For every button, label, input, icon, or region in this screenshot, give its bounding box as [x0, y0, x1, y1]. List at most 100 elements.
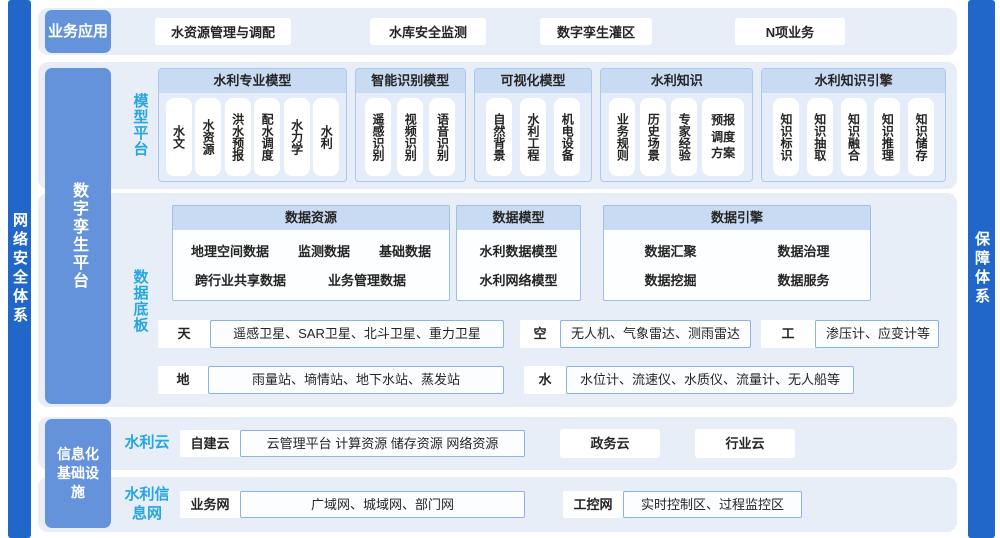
- business-network-tag: 业务网: [180, 491, 240, 518]
- water-cloud-panel: 水利云 自建云 云管理平台 计算资源 储存资源 网络资源 政务云 行业云: [38, 417, 957, 470]
- group-body: 业务规则 历史场景 专家经验 预报调度方案: [601, 93, 752, 181]
- group-title: 水利专业模型: [159, 69, 346, 93]
- group-data-model: 数据模型 水利数据模型 水利网络模型: [456, 205, 581, 301]
- model-card: 水资源: [195, 98, 222, 176]
- model-card: 业务规则: [609, 98, 636, 176]
- sensor-list-ground: 雨量站、墒情站、地下水站、蒸发站: [208, 366, 504, 394]
- group-body: 地理空间数据 监测数据 基础数据 跨行业共享数据 业务管理数据: [173, 230, 449, 300]
- digital-twin-platform-label: 数字孪生平台: [70, 182, 87, 290]
- group-title: 数据引擎: [604, 206, 870, 230]
- model-card: 知识标识: [772, 98, 799, 176]
- model-card: 遥感识别: [364, 98, 391, 176]
- group-body: 自然背景 水利工程 机电设备: [475, 93, 592, 181]
- group-visualization-models: 可视化模型 自然背景 水利工程 机电设备: [473, 68, 593, 182]
- data-item: 基础数据: [378, 243, 431, 259]
- group-body: 遥感识别 视频识别 语音识别: [356, 93, 465, 181]
- group-intelligent-recognition-models: 智能识别模型 遥感识别 视频识别 语音识别: [354, 68, 466, 182]
- model-card: 知识推理: [874, 98, 901, 176]
- group-body: 水文 水资源 洪水预报 配水调度 水力学 水利: [159, 93, 346, 181]
- model-card: 水利工程: [520, 98, 547, 176]
- business-item: 水库安全监测: [370, 18, 486, 45]
- business-apps-title: 业务应用: [45, 10, 111, 53]
- sensor-list-water: 水位计、流速仪、水质仪、流量计、无人船等: [566, 366, 854, 394]
- data-plate-content: 数据资源 地理空间数据 监测数据 基础数据 跨行业共享数据 业务管理数据: [158, 203, 945, 399]
- business-apps-panel: 水资源管理与调配 水库安全监测 数字孪生灌区 N项业务: [38, 8, 957, 55]
- data-item: 数据服务: [777, 273, 830, 289]
- infrastructure-title: 信息化基础设施: [45, 419, 111, 528]
- business-network-list: 广域网、城域网、部门网: [240, 491, 525, 518]
- sensor-row-sky: 天 遥感卫星、SAR卫星、北斗卫星、重力卫星 空 无人机、气象雷达、测雨雷达 工…: [158, 320, 945, 348]
- sensor-tag-ground: 地: [158, 366, 208, 394]
- model-platform-label: 模型平台: [131, 93, 149, 157]
- data-item: 水利数据模型: [479, 243, 558, 259]
- data-item: 地理空间数据: [191, 243, 270, 259]
- model-card: 洪水预报: [224, 98, 251, 176]
- group-water-professional-models: 水利专业模型 水文 水资源 洪水预报 配水调度 水力学 水利: [158, 68, 347, 182]
- data-item: 水利网络模型: [479, 273, 558, 289]
- water-cloud-label: 水利云: [124, 434, 170, 452]
- data-plate-label: 数据底板: [131, 269, 149, 333]
- model-platform-panel: 模型平台 水利专业模型 水文 水资源 洪水预报 配水调度 水力学 水利 智能识别…: [38, 62, 957, 189]
- data-groups-row: 数据资源 地理空间数据 监测数据 基础数据 跨行业共享数据 业务管理数据: [158, 205, 945, 301]
- model-groups-row: 水利专业模型 水文 水资源 洪水预报 配水调度 水力学 水利 智能识别模型 遥感…: [158, 68, 947, 182]
- group-water-knowledge-engine: 水利知识引擎 知识标识 知识抽取 知识融合 知识推理 知识储存: [761, 68, 947, 182]
- model-card: 水利: [313, 98, 340, 176]
- sensor-tag-works: 工: [761, 320, 815, 348]
- group-title: 水利知识: [601, 69, 753, 93]
- group-data-engine: 数据引擎 数据汇聚 数据治理 数据挖掘 数据服务: [603, 205, 871, 301]
- model-card: 知识抽取: [806, 98, 833, 176]
- sensor-tag-air: 空: [520, 320, 560, 348]
- sensor-list-sky: 遥感卫星、SAR卫星、北斗卫星、重力卫星: [210, 320, 504, 348]
- water-info-network-label: 水利信息网: [124, 485, 170, 522]
- data-item: 数据治理: [777, 243, 830, 259]
- group-title: 水利知识引擎: [762, 69, 946, 93]
- model-card: 专家经验: [671, 98, 698, 176]
- water-info-network-panel: 水利信息网 业务网 广域网、城域网、部门网 工控网 实时控制区、过程监控区: [38, 477, 957, 532]
- model-card: 历史场景: [640, 98, 667, 176]
- self-built-cloud-list: 云管理平台 计算资源 储存资源 网络资源: [240, 430, 525, 457]
- business-item: 数字孪生灌区: [540, 18, 652, 45]
- government-cloud: 政务云: [560, 429, 660, 458]
- data-plate-panel: 数据底板 数据资源 地理空间数据 监测数据 基础数据 跨行业共享数据 业务管理数…: [38, 193, 957, 407]
- data-item: 业务管理数据: [328, 273, 407, 289]
- model-card: 视频识别: [397, 98, 424, 176]
- model-card: 语音识别: [429, 98, 456, 176]
- guarantee-bar: 保障体系: [968, 0, 995, 538]
- business-item: N项业务: [735, 18, 845, 45]
- self-built-cloud-tag: 自建云: [180, 430, 240, 457]
- business-item: 水资源管理与调配: [155, 18, 291, 45]
- sensor-row-ground: 地 雨量站、墒情站、地下水站、蒸发站 水 水位计、流速仪、水质仪、流量计、无人船…: [158, 366, 945, 394]
- digital-twin-platform-title: 数字孪生平台: [45, 68, 111, 404]
- industrial-control-network-list: 实时控制区、过程监控区: [623, 491, 802, 518]
- data-plate-label-col: 数据底板: [122, 203, 158, 399]
- model-card: 预报调度方案: [702, 98, 745, 176]
- industry-cloud: 行业云: [695, 429, 795, 458]
- model-card: 知识储存: [908, 98, 935, 176]
- sensor-tag-water: 水: [524, 366, 566, 394]
- sensor-list-works: 渗压计、应变计等: [815, 320, 939, 348]
- guarantee-label: 保障体系: [973, 231, 990, 307]
- group-body: 知识标识 知识抽取 知识融合 知识推理 知识储存: [762, 93, 945, 181]
- group-title: 数据模型: [457, 206, 580, 230]
- model-card: 自然背景: [485, 98, 512, 176]
- data-item: 数据汇聚: [644, 243, 697, 259]
- group-water-knowledge: 水利知识 业务规则 历史场景 专家经验 预报调度方案: [600, 68, 754, 182]
- network-security-label: 网络安全体系: [11, 212, 28, 326]
- group-title: 数据资源: [173, 206, 449, 230]
- model-card: 配水调度: [254, 98, 281, 176]
- data-item: 跨行业共享数据: [195, 273, 287, 289]
- data-item: 监测数据: [297, 243, 350, 259]
- industrial-control-network-tag: 工控网: [563, 491, 623, 518]
- network-security-bar: 网络安全体系: [8, 0, 31, 538]
- sensor-list-air: 无人机、气象雷达、测雨雷达: [560, 320, 751, 348]
- sensor-tag-sky: 天: [158, 320, 210, 348]
- model-card: 机电设备: [554, 98, 581, 176]
- group-body: 数据汇聚 数据治理 数据挖掘 数据服务: [604, 230, 870, 300]
- model-platform-label-col: 模型平台: [122, 68, 158, 182]
- model-card: 知识融合: [840, 98, 867, 176]
- group-title: 智能识别模型: [355, 69, 465, 93]
- model-card: 水文: [165, 98, 192, 176]
- data-item: 数据挖掘: [644, 273, 697, 289]
- group-data-resource: 数据资源 地理空间数据 监测数据 基础数据 跨行业共享数据 业务管理数据: [172, 205, 450, 301]
- model-card: 水力学: [283, 98, 310, 176]
